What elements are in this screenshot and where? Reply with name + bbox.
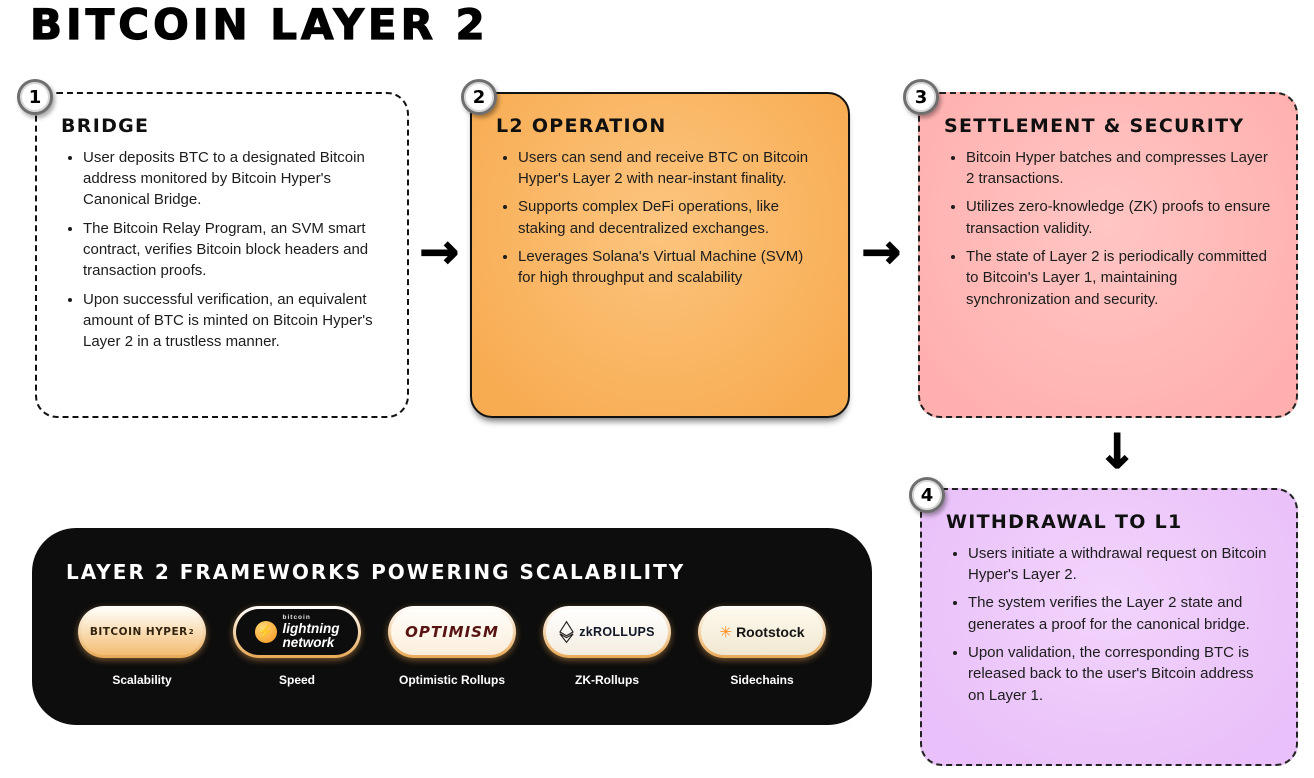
step-number-badge: 4 xyxy=(909,477,945,513)
framework-label: Sidechains xyxy=(730,673,794,687)
bullet-item: User deposits BTC to a designated Bitcoi… xyxy=(83,147,383,211)
step-number: 2 xyxy=(472,86,486,108)
framework-label: Speed xyxy=(278,673,315,687)
step-settlement-security: SETTLEMENT & SECURITY Bitcoin Hyper batc… xyxy=(918,92,1298,418)
step-heading: SETTLEMENT & SECURITY xyxy=(944,115,1245,137)
step-withdrawal-to-l1: WITHDRAWAL TO L1 Users initiate a withdr… xyxy=(920,488,1298,766)
step-number: 1 xyxy=(28,86,42,108)
pill-ring: zkROLLUPS xyxy=(543,606,671,658)
step-heading: BRIDGE xyxy=(61,115,150,137)
lightning-network-logo: ⚡ bitcoin lightning network xyxy=(236,609,358,655)
step-number: 4 xyxy=(920,484,934,506)
arrow-right-icon: → xyxy=(860,224,902,280)
page-title: BITCOIN LAYER 2 xyxy=(29,0,489,50)
step-number: 3 xyxy=(914,86,928,108)
logo-top-text: bitcoin xyxy=(282,613,311,621)
framework-label: ZK-Rollups xyxy=(575,673,639,687)
bullet-item: Supports complex DeFi operations, like s… xyxy=(518,196,824,239)
step-heading: WITHDRAWAL TO L1 xyxy=(946,511,1183,533)
logo-text: OPTIMISM xyxy=(405,623,499,641)
framework-label: Scalability xyxy=(112,673,172,687)
bullet-item: Upon validation, the corresponding BTC i… xyxy=(968,642,1272,706)
pill-ring: ⚡ bitcoin lightning network xyxy=(233,606,361,658)
bullet-item: The Bitcoin Relay Program, an SVM smart … xyxy=(83,218,383,282)
step-l2-operation: L2 OPERATION Users can send and receive … xyxy=(470,92,850,418)
lightning-bolt-icon: ⚡ xyxy=(254,621,277,643)
arrow-down-icon: ↓ xyxy=(1096,424,1138,480)
logo-line: lightning xyxy=(282,621,340,637)
rootstock-icon: ✳ xyxy=(719,624,733,641)
bullet-item: Users can send and receive BTC on Bitcoi… xyxy=(518,147,824,190)
eth-diamond-icon xyxy=(559,620,575,644)
bullet-item: Upon successful verification, an equival… xyxy=(83,289,383,353)
bullet-item: Users initiate a withdrawal request on B… xyxy=(968,543,1272,586)
bullet-item: Utilizes zero-knowledge (ZK) proofs to e… xyxy=(966,196,1272,239)
bullet-item: The system verifies the Layer 2 state an… xyxy=(968,592,1272,635)
step-number-badge: 1 xyxy=(17,79,53,115)
zk-rollups-logo: zkROLLUPS xyxy=(546,609,668,655)
logo-text: Rootstock xyxy=(736,624,805,640)
step-bullet-list: Bitcoin Hyper batches and compresses Lay… xyxy=(944,147,1272,310)
frameworks-panel: LAYER 2 FRAMEWORKS POWERING SCALABILITY … xyxy=(32,528,872,725)
logo-text: BITCOIN HYPER xyxy=(89,626,188,638)
step-bridge: BRIDGE User deposits BTC to a designated… xyxy=(35,92,409,418)
bullet-item: Bitcoin Hyper batches and compresses Lay… xyxy=(966,147,1272,190)
framework-item-optimism: OPTIMISM Optimistic Rollups xyxy=(376,606,528,687)
bullet-item: Leverages Solana's Virtual Machine (SVM)… xyxy=(518,246,824,289)
optimism-logo: OPTIMISM xyxy=(391,609,513,655)
step-number-badge: 2 xyxy=(461,79,497,115)
bullet-item: The state of Layer 2 is periodically com… xyxy=(966,246,1272,310)
pill-ring: OPTIMISM xyxy=(388,606,516,658)
rootstock-logo: ✳ Rootstock xyxy=(701,609,823,655)
framework-label: Optimistic Rollups xyxy=(398,673,505,687)
step-bullet-list: User deposits BTC to a designated Bitcoi… xyxy=(61,147,383,353)
logo-text: zkROLLUPS xyxy=(579,625,655,639)
logo-text: bitcoin lightning network xyxy=(282,613,340,650)
framework-item-lightning-network: ⚡ bitcoin lightning network Speed xyxy=(221,606,373,687)
logo-superscript: 2 xyxy=(188,628,195,636)
step-bullet-list: Users initiate a withdrawal request on B… xyxy=(946,543,1272,706)
framework-item-rootstock: ✳ Rootstock Sidechains xyxy=(686,606,838,687)
step-bullet-list: Users can send and receive BTC on Bitcoi… xyxy=(496,147,824,289)
pill-ring: ✳ Rootstock xyxy=(698,606,826,658)
step-heading: L2 OPERATION xyxy=(496,115,667,137)
framework-item-zk-rollups: zkROLLUPS ZK-Rollups xyxy=(531,606,683,687)
step-number-badge: 3 xyxy=(903,79,939,115)
logo-line: network xyxy=(282,634,335,650)
arrow-right-icon: → xyxy=(418,224,460,280)
frameworks-title: LAYER 2 FRAMEWORKS POWERING SCALABILITY xyxy=(66,560,686,584)
